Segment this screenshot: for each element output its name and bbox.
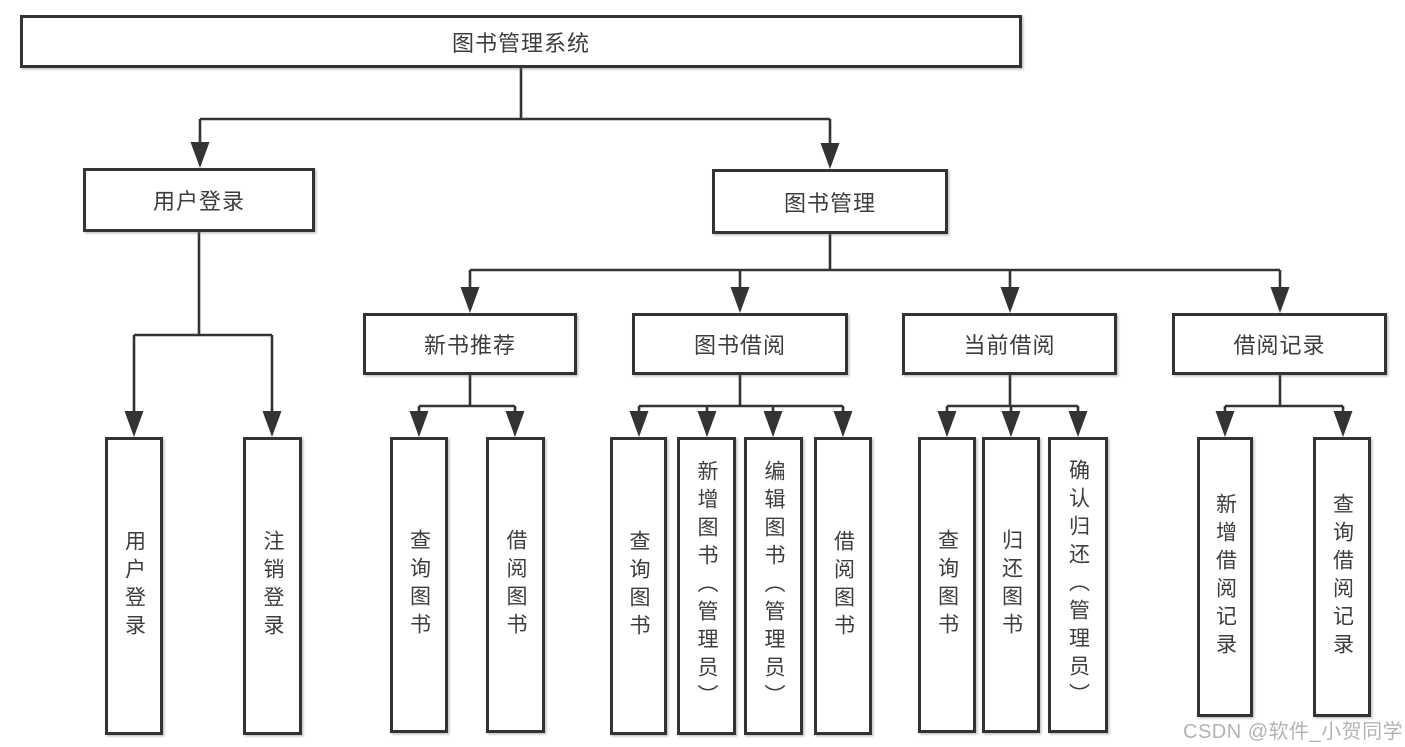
leaf-edit-books-admin: 编辑图书（管理员） xyxy=(744,437,803,735)
leaf-query-books-borrowing: 查询图书 xyxy=(610,437,667,735)
leaf-query-borrow-record: 查询借阅记录 xyxy=(1313,437,1371,717)
connector-book-borrowing-children xyxy=(637,375,845,419)
arrowheads-level2 xyxy=(190,142,840,169)
csdn-watermark: CSDN @软件_小贺同学 xyxy=(1183,721,1404,743)
leaf-add-books-admin: 新增图书（管理员） xyxy=(677,437,736,735)
leaf-confirm-return-admin: 确认归还（管理员） xyxy=(1048,437,1108,733)
leaf-borrow-books-recommend-label: 借阅图书 xyxy=(504,529,527,641)
leaf-query-books-current: 查询图书 xyxy=(918,437,976,733)
leaf-confirm-return-admin-label: 确认归还（管理员） xyxy=(1066,459,1090,711)
leaf-add-borrow-record-label: 新增借阅记录 xyxy=(1213,493,1237,661)
leaf-borrow-books-recommend: 借阅图书 xyxy=(486,437,545,733)
node-new-book-recommend: 新书推荐 xyxy=(363,313,577,375)
connector-new-book-children xyxy=(417,375,517,419)
leaf-add-books-admin-label: 新增图书（管理员） xyxy=(695,460,718,712)
connector-book-mgmt-to-level3 xyxy=(468,234,1282,295)
leaf-logout-label: 注销登录 xyxy=(261,530,284,642)
node-book-borrowing: 图书借阅 xyxy=(632,313,848,375)
connector-borrowing-records-children xyxy=(1223,375,1345,419)
connector-root-to-level2 xyxy=(198,68,832,151)
leaf-borrow-books-borrowing-label: 借阅图书 xyxy=(831,530,855,642)
leaf-query-books-borrowing-label: 查询图书 xyxy=(627,530,650,642)
arrowheads-book-borrowing-children xyxy=(629,411,853,437)
node-user-login: 用户登录 xyxy=(83,168,315,232)
node-borrowing-records: 借阅记录 xyxy=(1172,313,1387,375)
leaf-logout: 注销登录 xyxy=(243,437,302,735)
leaf-edit-books-admin-label: 编辑图书（管理员） xyxy=(762,460,785,712)
leaf-query-books-current-label: 查询图书 xyxy=(935,529,959,641)
leaf-borrow-books-borrowing: 借阅图书 xyxy=(814,437,872,735)
leaf-query-books-recommend-label: 查询图书 xyxy=(407,529,431,641)
node-root-library-system: 图书管理系统 xyxy=(20,15,1022,68)
leaf-user-login: 用户登录 xyxy=(105,437,163,735)
leaf-query-borrow-record-label: 查询借阅记录 xyxy=(1330,493,1354,661)
arrowheads-current-borrowing-children xyxy=(937,411,1088,437)
connector-user-login-children xyxy=(132,232,274,419)
arrowheads-user-login-children xyxy=(124,411,282,437)
leaf-user-login-label: 用户登录 xyxy=(122,530,146,642)
arrowheads-new-book-children xyxy=(409,411,525,437)
node-current-borrowing: 当前借阅 xyxy=(902,313,1117,375)
leaf-return-books-label: 归还图书 xyxy=(999,529,1023,641)
leaf-add-borrow-record: 新增借阅记录 xyxy=(1197,437,1253,717)
arrowheads-borrowing-records-children xyxy=(1215,411,1353,437)
leaf-query-books-recommend: 查询图书 xyxy=(390,437,448,733)
arrowheads-level3 xyxy=(460,287,1290,313)
leaf-return-books: 归还图书 xyxy=(982,437,1040,733)
node-book-management: 图书管理 xyxy=(712,169,948,234)
